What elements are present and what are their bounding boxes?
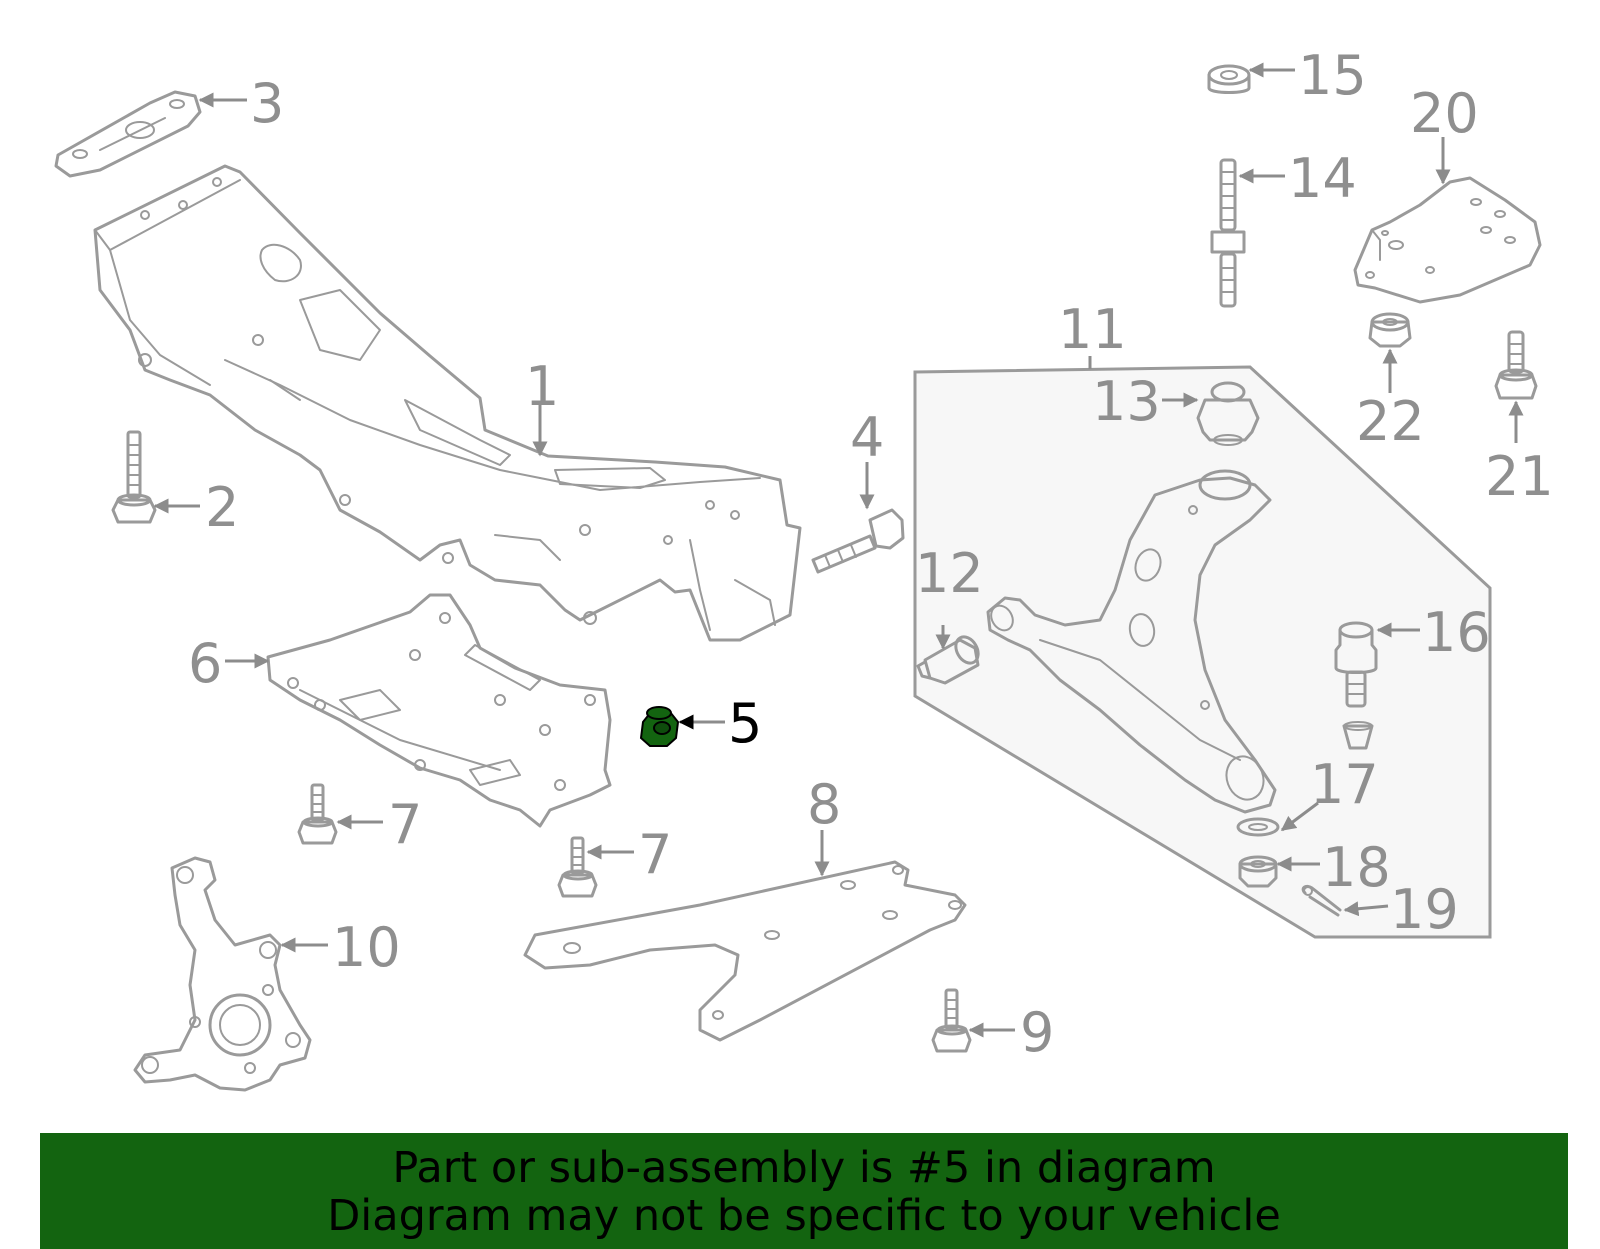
callout-5: 5 <box>728 692 762 755</box>
part-7-bolt-left[interactable] <box>297 783 338 845</box>
callout-18: 18 <box>1322 836 1391 899</box>
callout-11: 11 <box>1058 298 1127 361</box>
part-7-bolt-center[interactable] <box>557 836 598 898</box>
callout-10: 10 <box>332 916 401 979</box>
part-4-bolt[interactable] <box>811 508 905 574</box>
callout-7-left: 7 <box>388 793 422 856</box>
banner-text-part-number: Part or sub-assembly is #5 in diagram <box>392 1143 1216 1193</box>
callout-2: 2 <box>205 476 239 539</box>
part-9-bolt[interactable] <box>931 988 972 1053</box>
part-20-bracket[interactable] <box>1353 176 1542 304</box>
part-19-cotter-pin[interactable] <box>1301 884 1342 917</box>
part-6-under-cover[interactable] <box>266 593 612 828</box>
part-11-control-arm[interactable] <box>986 469 1277 814</box>
part-21-bolt[interactable] <box>1494 330 1538 400</box>
part-16-ball-joint[interactable] <box>1334 621 1378 750</box>
callout-15: 15 <box>1298 44 1367 107</box>
part-5-nut-highlighted[interactable] <box>639 706 680 747</box>
callout-19: 19 <box>1390 878 1459 941</box>
part-17-washer[interactable] <box>1236 817 1280 837</box>
part-13-bushing[interactable] <box>1196 381 1260 446</box>
part-12-bushing[interactable] <box>916 633 983 685</box>
callout-12: 12 <box>915 542 984 605</box>
callout-14: 14 <box>1288 147 1357 210</box>
part-18-nut[interactable] <box>1238 855 1278 888</box>
banner-text-disclaimer: Diagram may not be specific to your vehi… <box>327 1191 1281 1241</box>
callout-17: 17 <box>1310 753 1379 816</box>
callout-22: 22 <box>1356 390 1425 453</box>
callout-16: 16 <box>1422 601 1491 664</box>
callout-20: 20 <box>1410 82 1479 145</box>
callout-labels: 1 2 3 4 5 6 7 7 8 9 10 11 12 13 14 15 16… <box>188 44 1554 1064</box>
part-22-nut[interactable] <box>1368 312 1412 348</box>
callout-8: 8 <box>807 773 841 836</box>
callout-7-center: 7 <box>638 823 672 886</box>
part-14-stud[interactable] <box>1210 158 1246 308</box>
part-15-washer[interactable] <box>1207 64 1251 94</box>
callout-3: 3 <box>250 72 284 135</box>
part-8-bracket-plate[interactable] <box>523 860 967 1042</box>
callout-9: 9 <box>1020 1001 1054 1064</box>
callout-13: 13 <box>1092 370 1161 433</box>
callout-6: 6 <box>188 632 222 695</box>
part-2-bolt[interactable] <box>111 430 157 524</box>
callout-4: 4 <box>850 406 884 469</box>
part-3-mount-plate[interactable] <box>54 90 202 178</box>
leader-arrows <box>153 62 1524 1038</box>
part-10-knuckle[interactable] <box>133 856 312 1092</box>
part-1-crossmember[interactable] <box>93 164 802 642</box>
callout-21: 21 <box>1485 445 1554 508</box>
info-banner: Part or sub-assembly is #5 in diagram Di… <box>40 1133 1568 1249</box>
callout-1: 1 <box>525 355 559 418</box>
